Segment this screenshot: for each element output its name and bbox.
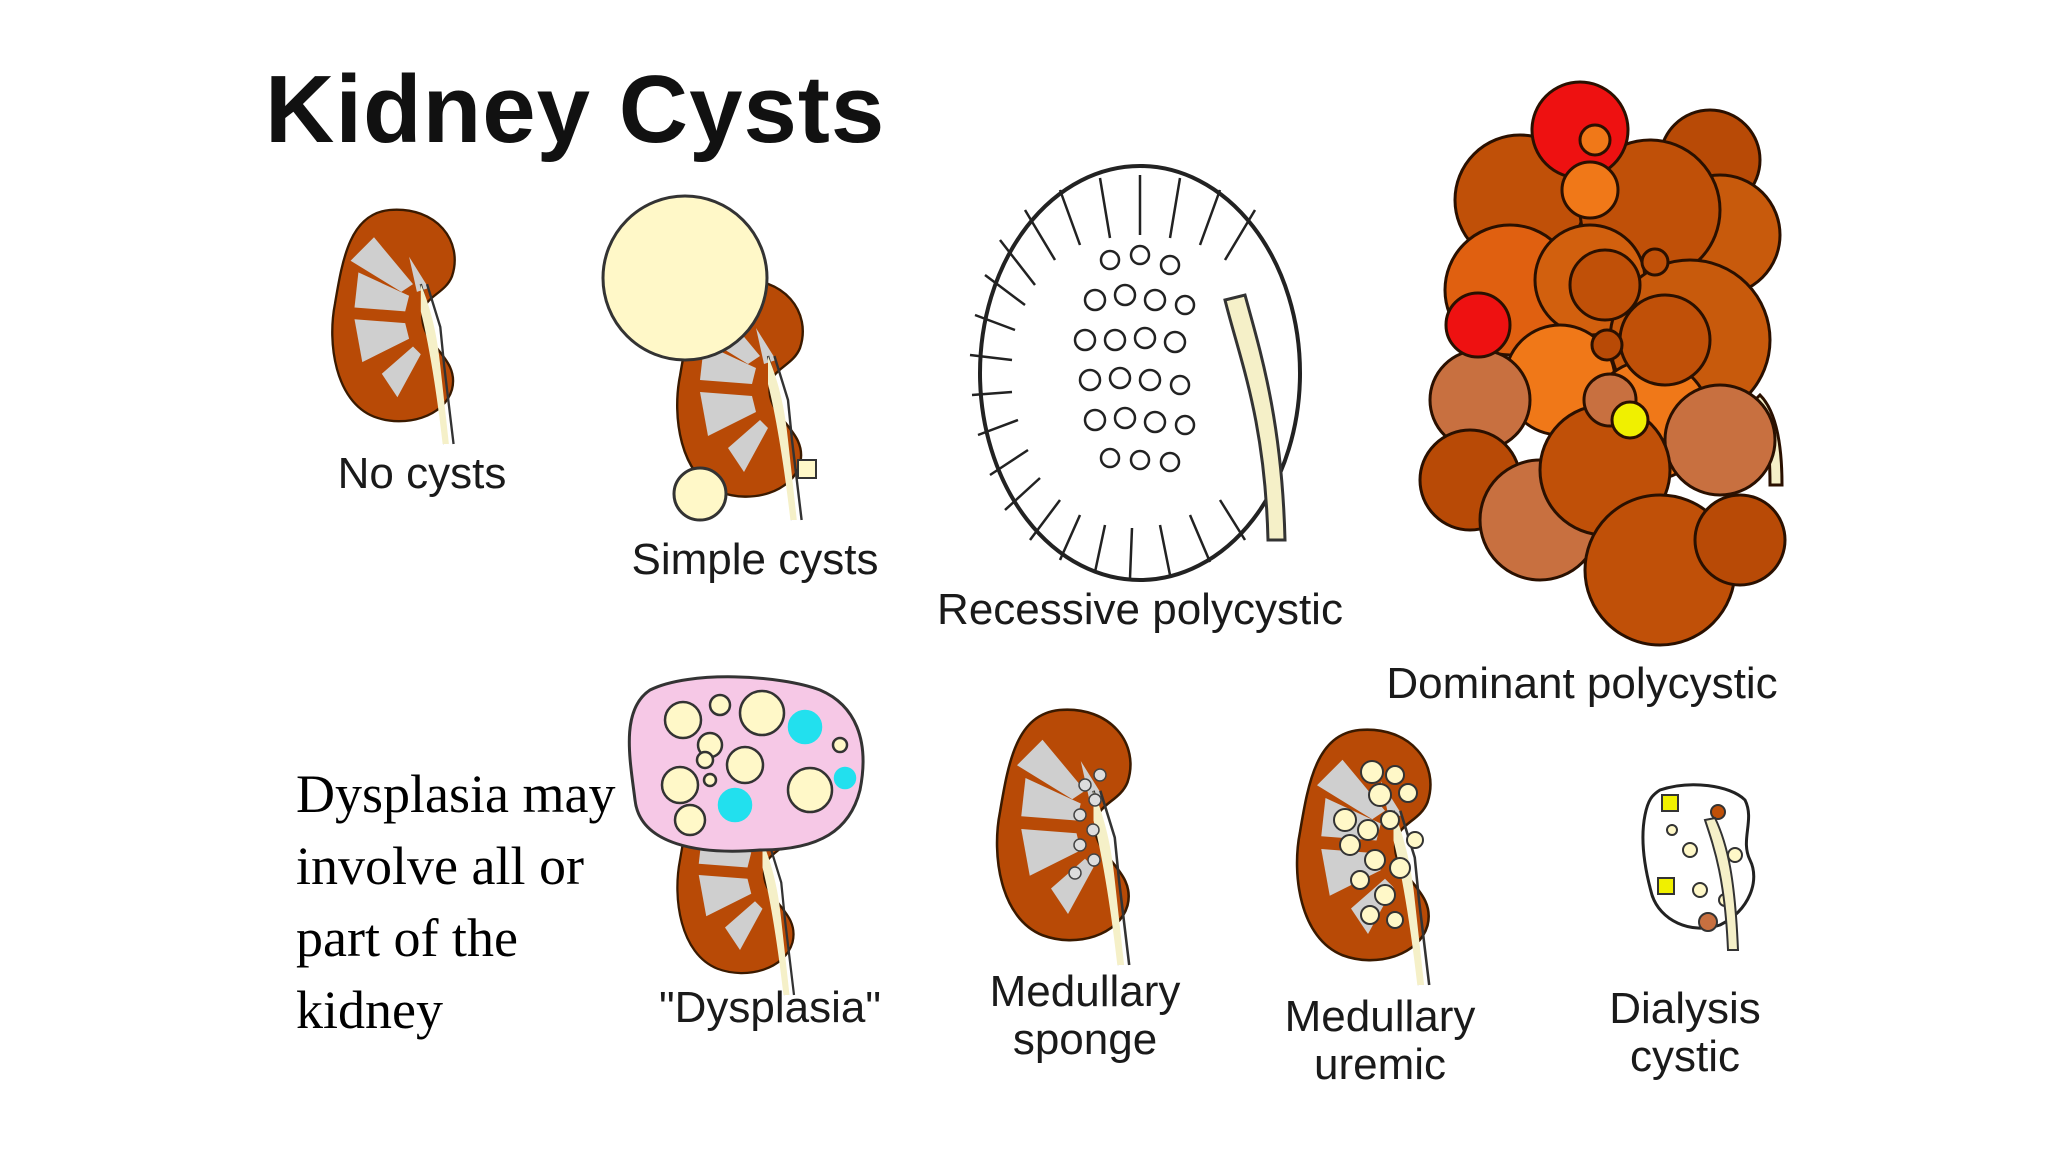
kidney-dysplasia xyxy=(627,675,865,997)
label-simple-cysts: Simple cysts xyxy=(631,535,879,584)
kidney-dialysis-cystic xyxy=(1641,783,1756,951)
label-dysplasia: "Dysplasia" xyxy=(659,983,881,1032)
kidney-medullary-uremic xyxy=(1295,728,1432,987)
kidney-recessive-polycystic xyxy=(969,164,1302,582)
kidney-simple-cysts xyxy=(601,194,817,522)
kidney-medullary-sponge xyxy=(995,708,1132,967)
kidney-dominant-polycystic xyxy=(1418,80,1787,647)
label-medullary-uremic: Medullary uremic xyxy=(1284,992,1476,1090)
label-no-cysts: No cysts xyxy=(337,449,507,498)
slide-title: Kidney Cysts xyxy=(265,56,886,163)
label-recessive-polycystic: Recessive polycystic xyxy=(937,585,1343,634)
dysplasia-note: Dysplasia may involve all or part of the… xyxy=(296,764,616,1040)
label-medullary-sponge: Medullary sponge xyxy=(989,967,1181,1065)
label-dominant-polycystic: Dominant polycystic xyxy=(1386,659,1778,708)
kidney-no-cysts xyxy=(331,208,456,446)
label-dialysis-cystic: Dialysis cystic xyxy=(1609,984,1761,1082)
